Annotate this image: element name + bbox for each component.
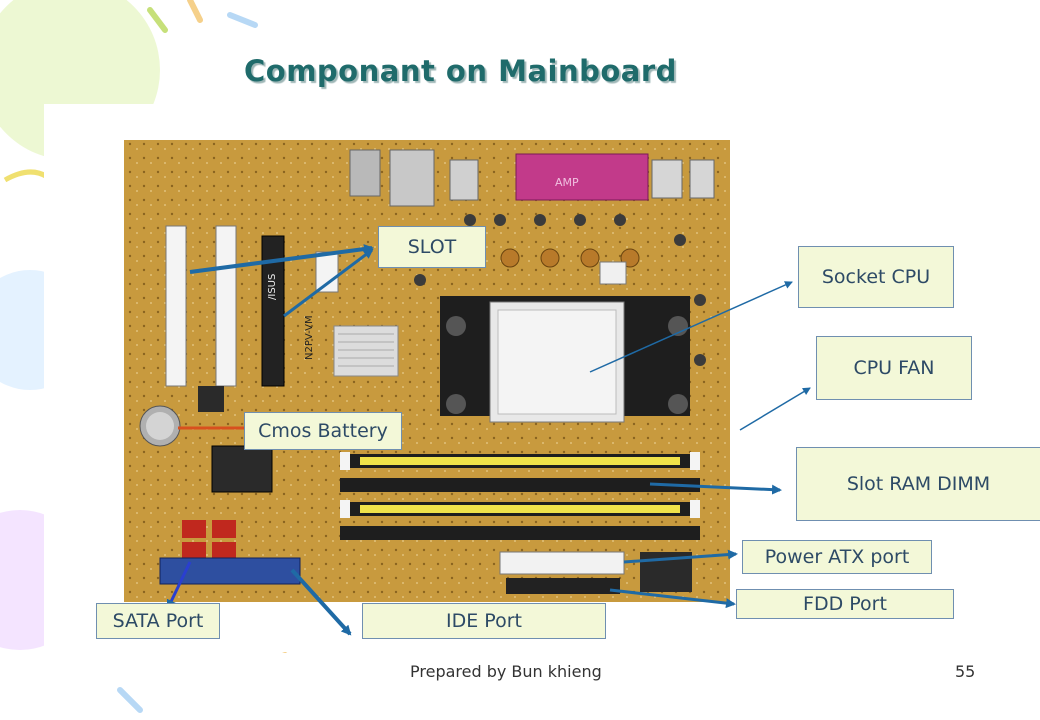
amp-marking: AMP: [555, 176, 579, 189]
sata-port-4: [212, 542, 236, 560]
model-marking: N2PV-VM: [304, 315, 315, 360]
southbridge-chip: [211, 445, 273, 493]
ide-connector: [159, 557, 301, 585]
arrow-slot-1: [189, 244, 374, 274]
label-power-atx: Power ATX port: [742, 540, 932, 574]
label-ide-port: IDE Port: [362, 603, 606, 639]
label-fdd-port: FDD Port: [736, 589, 954, 619]
pci-slot-2: [215, 225, 237, 387]
arrow-ram: [649, 482, 782, 495]
arrow-cpu-fan: [739, 387, 811, 431]
label-slot: SLOT: [378, 226, 486, 268]
pcie-slot: [261, 235, 285, 387]
bios-chip: [198, 386, 224, 412]
dimm-slot-2: [340, 478, 700, 492]
fdd-connector: [506, 578, 620, 594]
label-cpu-fan: CPU FAN: [816, 336, 972, 400]
arrow-socket-cpu: [589, 281, 793, 373]
pci-slot-1: [165, 225, 187, 387]
label-cmos-battery: Cmos Battery: [244, 412, 402, 450]
slide-title: Componant on Mainboard: [244, 54, 677, 88]
sata-port-3: [182, 542, 206, 560]
atx12v-connector: [599, 261, 627, 285]
io-port-usb: [349, 149, 381, 197]
arrow-ide: [290, 568, 352, 636]
footer-author: Prepared by Bun khieng: [410, 662, 602, 681]
arrow-slot-2: [283, 248, 374, 318]
io-port-vga: [689, 159, 715, 199]
asus-marking: /ISUS: [267, 274, 278, 300]
label-sata-port: SATA Port: [96, 603, 220, 639]
arrow-fdd: [609, 588, 736, 609]
atx-power-connector: [499, 551, 625, 575]
io-port-parallel: [515, 153, 649, 201]
io-port-ps2: [651, 159, 683, 199]
io-port-lan: [389, 149, 435, 207]
label-slot-ram: Slot RAM DIMM: [796, 447, 1040, 521]
sata-port-2: [212, 520, 236, 538]
arrow-sata: [166, 561, 192, 610]
arrow-power-atx: [623, 549, 738, 564]
label-socket-cpu: Socket CPU: [798, 246, 954, 308]
page-number: 55: [955, 662, 976, 681]
dimm-slot-4: [340, 526, 700, 540]
sata-port-1: [182, 520, 206, 538]
io-port-audio: [449, 159, 479, 201]
pcie-x1-slot: [315, 251, 339, 293]
